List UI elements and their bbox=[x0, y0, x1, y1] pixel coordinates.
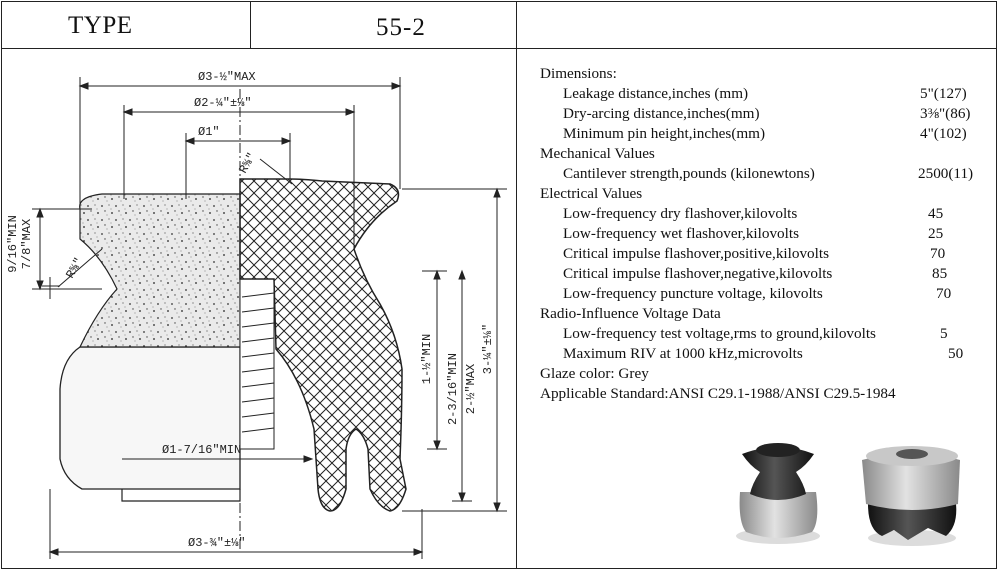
dim-radius-top: R⅝" bbox=[236, 150, 259, 176]
lf-puncture-label: Low-frequency puncture voltage, kilovolt… bbox=[563, 285, 823, 302]
dim-height-max: 2-½"MAX bbox=[464, 364, 478, 414]
insulator-drawing: Ø3-½"MAX Ø2-¼"±⅛" Ø1" R⅝" 9/16"MIN 7/8"M… bbox=[6, 70, 507, 559]
main-col-divider bbox=[516, 2, 517, 568]
specifications: Dimensions: Leakage distance,inches (mm)… bbox=[540, 64, 980, 404]
lf-puncture-value: 70 bbox=[936, 285, 952, 302]
lf-wet-label: Low-frequency wet flashover,kilovolts bbox=[563, 225, 799, 242]
photo-dark-top-insulator bbox=[736, 443, 820, 544]
mechanical-heading: Mechanical Values bbox=[540, 145, 655, 162]
leakage-label: Leakage distance,inches (mm) bbox=[563, 85, 749, 102]
cantilever-label: Cantilever strength,pounds (kilonewtons) bbox=[563, 165, 815, 182]
pin-height-label: Minimum pin height,inches(mm) bbox=[563, 125, 766, 142]
lf-dry-label: Low-frequency dry flashover,kilovolts bbox=[563, 205, 798, 222]
dim-pin-depth: 1-½"MIN bbox=[420, 334, 434, 384]
ci-neg-label: Critical impulse flashover,negative,kilo… bbox=[563, 265, 833, 282]
dry-arcing-value: 3⅜"(86) bbox=[920, 105, 971, 122]
type-label: TYPE bbox=[68, 12, 133, 39]
dry-arcing-label: Dry-arcing distance,inches(mm) bbox=[563, 105, 760, 122]
dim-pin-top: Ø1" bbox=[198, 125, 220, 139]
product-photos bbox=[736, 443, 960, 546]
glaze-color: Glaze color: Grey bbox=[540, 365, 649, 382]
dim-overall-height: 3-¼"±⅛" bbox=[481, 324, 495, 374]
photo-grey-top-insulator bbox=[862, 446, 960, 546]
leakage-value: 5"(127) bbox=[920, 85, 967, 102]
lf-dry-value: 45 bbox=[928, 205, 944, 222]
cantilever-value: 2500(11) bbox=[918, 165, 974, 182]
ci-pos-label: Critical impulse flashover,positive,kilo… bbox=[563, 245, 829, 262]
max-riv-value: 50 bbox=[948, 345, 964, 362]
dim-radius-left: R⅝" bbox=[63, 255, 86, 281]
header-col-divider-1 bbox=[250, 2, 251, 48]
max-riv-label: Maximum RIV at 1000 kHz,microvolts bbox=[563, 345, 803, 362]
header-divider bbox=[2, 48, 996, 49]
dim-height-min: 2-3/16"MIN bbox=[446, 353, 460, 425]
applicable-standard: Applicable Standard:ANSI C29.1-1988/ANSI… bbox=[540, 385, 896, 402]
lf-wet-value: 25 bbox=[928, 225, 944, 242]
electrical-heading: Electrical Values bbox=[540, 185, 643, 202]
dim-hole-diameter: Ø1-7/16"MIN bbox=[162, 443, 241, 457]
ci-pos-value: 70 bbox=[930, 245, 946, 262]
ci-neg-value: 85 bbox=[932, 265, 948, 282]
dim-base-diameter: Ø3-¾"±⅛" bbox=[188, 536, 246, 550]
model-number: 55-2 bbox=[376, 14, 426, 41]
test-voltage-label: Low-frequency test voltage,rms to ground… bbox=[563, 325, 876, 342]
test-voltage-value: 5 bbox=[940, 325, 948, 342]
dimensions-heading: Dimensions: bbox=[540, 65, 617, 82]
riv-heading: Radio-Influence Voltage Data bbox=[540, 305, 721, 322]
dim-mid-diameter: Ø2-¼"±⅛" bbox=[194, 96, 252, 110]
dim-top-diameter: Ø3-½"MAX bbox=[198, 70, 256, 84]
dim-side-min: 9/16"MIN bbox=[6, 215, 20, 273]
pin-height-value: 4"(102) bbox=[920, 125, 967, 142]
dim-side-max: 7/8"MAX bbox=[20, 219, 34, 269]
